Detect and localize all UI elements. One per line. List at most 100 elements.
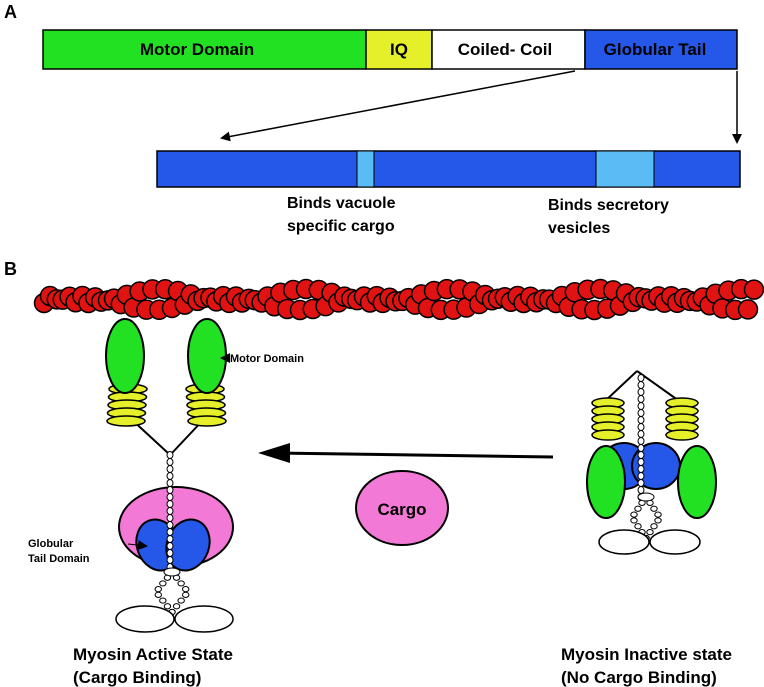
inactive-lever-right [636,370,683,404]
coiled-coil-text: Coiled- Coil [458,40,552,59]
inactive-light-chain-left [598,529,650,555]
globular-tail-segment [584,29,738,70]
myosin-inactive [586,370,717,555]
coil-bead [166,472,174,480]
tail-domain-label-line1: Globular [28,538,74,550]
coil-bead [166,479,174,487]
tail-label-pointer [127,540,148,551]
coil-bead [166,500,174,508]
loop-bead [172,603,181,610]
iq-coil [591,429,625,441]
coil-bead [637,465,645,473]
secretory-caption-line1: Binds secretory [548,197,669,214]
vacuole-caption-line1: Binds vacuole [287,195,396,212]
inactive-coiled-coil-chain [637,374,645,501]
motor-domain-label: Motor Domain [230,353,304,365]
free-cargo [355,470,449,546]
coil-bead [637,430,645,438]
loop-bead [182,591,190,598]
coil-bead [637,409,645,417]
loop-knot [637,492,655,502]
coil-bead [166,521,174,529]
coil-bead [166,493,174,501]
actin-filament [33,278,764,321]
coil-bead [637,458,645,466]
motor-head-left [105,318,145,394]
coil-bead [637,402,645,410]
vacuole-caption-line2: specific cargo [287,218,395,235]
coil-bead [166,514,174,522]
vacuole-binding-site [356,150,375,188]
loop-bead [650,505,658,512]
inactive-motor-head-left [586,445,626,519]
expand-arrow-left [220,70,576,142]
coiled-coil-segment [431,29,586,70]
coil-bead [166,528,174,536]
loop-bead [163,603,172,610]
motor-head-right [187,318,227,394]
coil-bead [637,437,645,445]
loop-bead [634,523,642,530]
myosin-active [105,318,234,633]
loop-bead [634,505,642,512]
globular-tail-text: Globular Tail [604,40,707,59]
iq-segment [365,29,433,70]
coil-bead [637,479,645,487]
active-state-line1: Myosin Active State [73,645,233,664]
inactive-iq-coils-left [591,397,625,441]
light-chain-left [115,605,175,633]
loop-bead [630,511,638,518]
motor-domain-text: Motor Domain [140,40,254,59]
coil-bead [166,507,174,515]
light-chain-right [174,605,234,633]
tail-loops [154,567,190,616]
loop-bead [182,586,190,593]
actin-bead [743,279,764,300]
coil-bead [637,472,645,480]
tail-domain-label-line2: Tail Domain [28,553,90,565]
iq-coil [665,429,699,441]
coil-bead [637,388,645,396]
coiled-coil-chain [166,451,174,571]
loop-bead [654,517,662,524]
inactive-iq-coils-right [665,397,699,441]
expanded-tail-bar [156,150,741,188]
inactive-state-line1: Myosin Inactive state [561,645,732,664]
secretory-caption-line2: vesicles [548,220,610,237]
iq-coil [106,415,146,427]
coil-bead [637,416,645,424]
activation-arrow-head [258,443,290,463]
coil-bead [637,486,645,494]
loop-bead [154,591,162,598]
loop-bead [630,517,638,524]
inactive-motor-head-right [677,445,717,519]
coil-bead [637,374,645,382]
coil-bead [166,486,174,494]
panel-a-label: A [4,2,17,22]
loop-bead [177,597,185,604]
coil-bead [166,556,174,564]
iq-text: IQ [390,40,408,59]
activation-arrow-shaft [274,451,554,459]
panel-b-label: B [4,259,17,279]
inactive-state-line2: (No Cargo Binding) [561,668,717,687]
loop-bead [154,586,162,593]
coil-bead [637,423,645,431]
loop-knot [163,567,181,577]
motor-domain-segment [42,29,367,70]
loop-bead [646,529,654,536]
inactive-light-chain-right [649,529,701,555]
loop-bead [654,511,662,518]
actin-bead [737,299,759,320]
cargo-text: Cargo [377,500,426,519]
coil-bead [166,458,174,466]
coil-bead [166,542,174,550]
coil-bead [637,381,645,389]
coil-bead [637,451,645,459]
secretory-binding-site [595,150,655,188]
coil-bead [637,444,645,452]
loop-bead [650,523,658,530]
iq-coils-left [106,383,148,427]
coil-bead [637,395,645,403]
